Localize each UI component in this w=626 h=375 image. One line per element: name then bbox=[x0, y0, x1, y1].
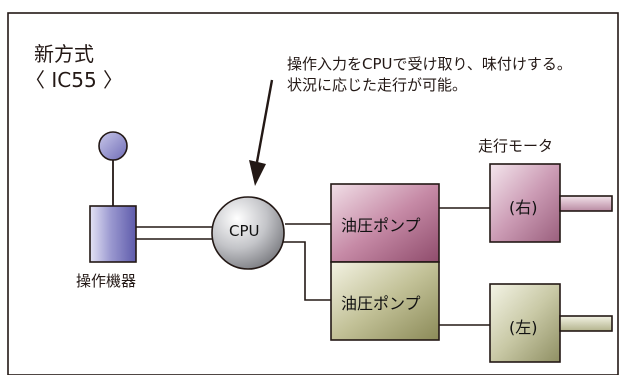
control-device-box bbox=[89, 205, 137, 263]
pump-upper-label: 油圧ポンプ bbox=[341, 216, 421, 235]
control-knob bbox=[98, 131, 128, 161]
motor-left-box bbox=[489, 283, 561, 363]
pump-upper-box bbox=[330, 183, 440, 263]
cpu-label: CPU bbox=[229, 222, 260, 240]
motor-left-shaft bbox=[559, 315, 613, 332]
motor-right-label: (右) bbox=[509, 198, 538, 217]
outer-frame bbox=[7, 12, 619, 375]
motor-group-label: 走行モータ bbox=[478, 137, 554, 155]
cpu-circle bbox=[211, 196, 285, 270]
annotation-line-1: 操作入力をCPUで受け取り、味付けする。 bbox=[287, 55, 572, 73]
motor-right-shaft bbox=[559, 195, 613, 212]
motor-right-box bbox=[489, 163, 561, 243]
pump-lower-label: 油圧ポンプ bbox=[341, 294, 421, 313]
title-line-1: 新方式 bbox=[34, 42, 94, 66]
annotation-arrow-head bbox=[249, 160, 266, 186]
control-device-label: 操作機器 bbox=[76, 272, 137, 290]
title-line-2: 〈 IC55 〉 bbox=[25, 68, 124, 92]
motor-left-label: (左) bbox=[509, 318, 538, 337]
pump-lower-box bbox=[330, 261, 440, 341]
cpu-pump-lower-link bbox=[282, 241, 331, 301]
annotation-line-2: 状況に応じた走行が可能。 bbox=[287, 76, 468, 94]
annotation-arrow-shaft bbox=[255, 79, 274, 163]
